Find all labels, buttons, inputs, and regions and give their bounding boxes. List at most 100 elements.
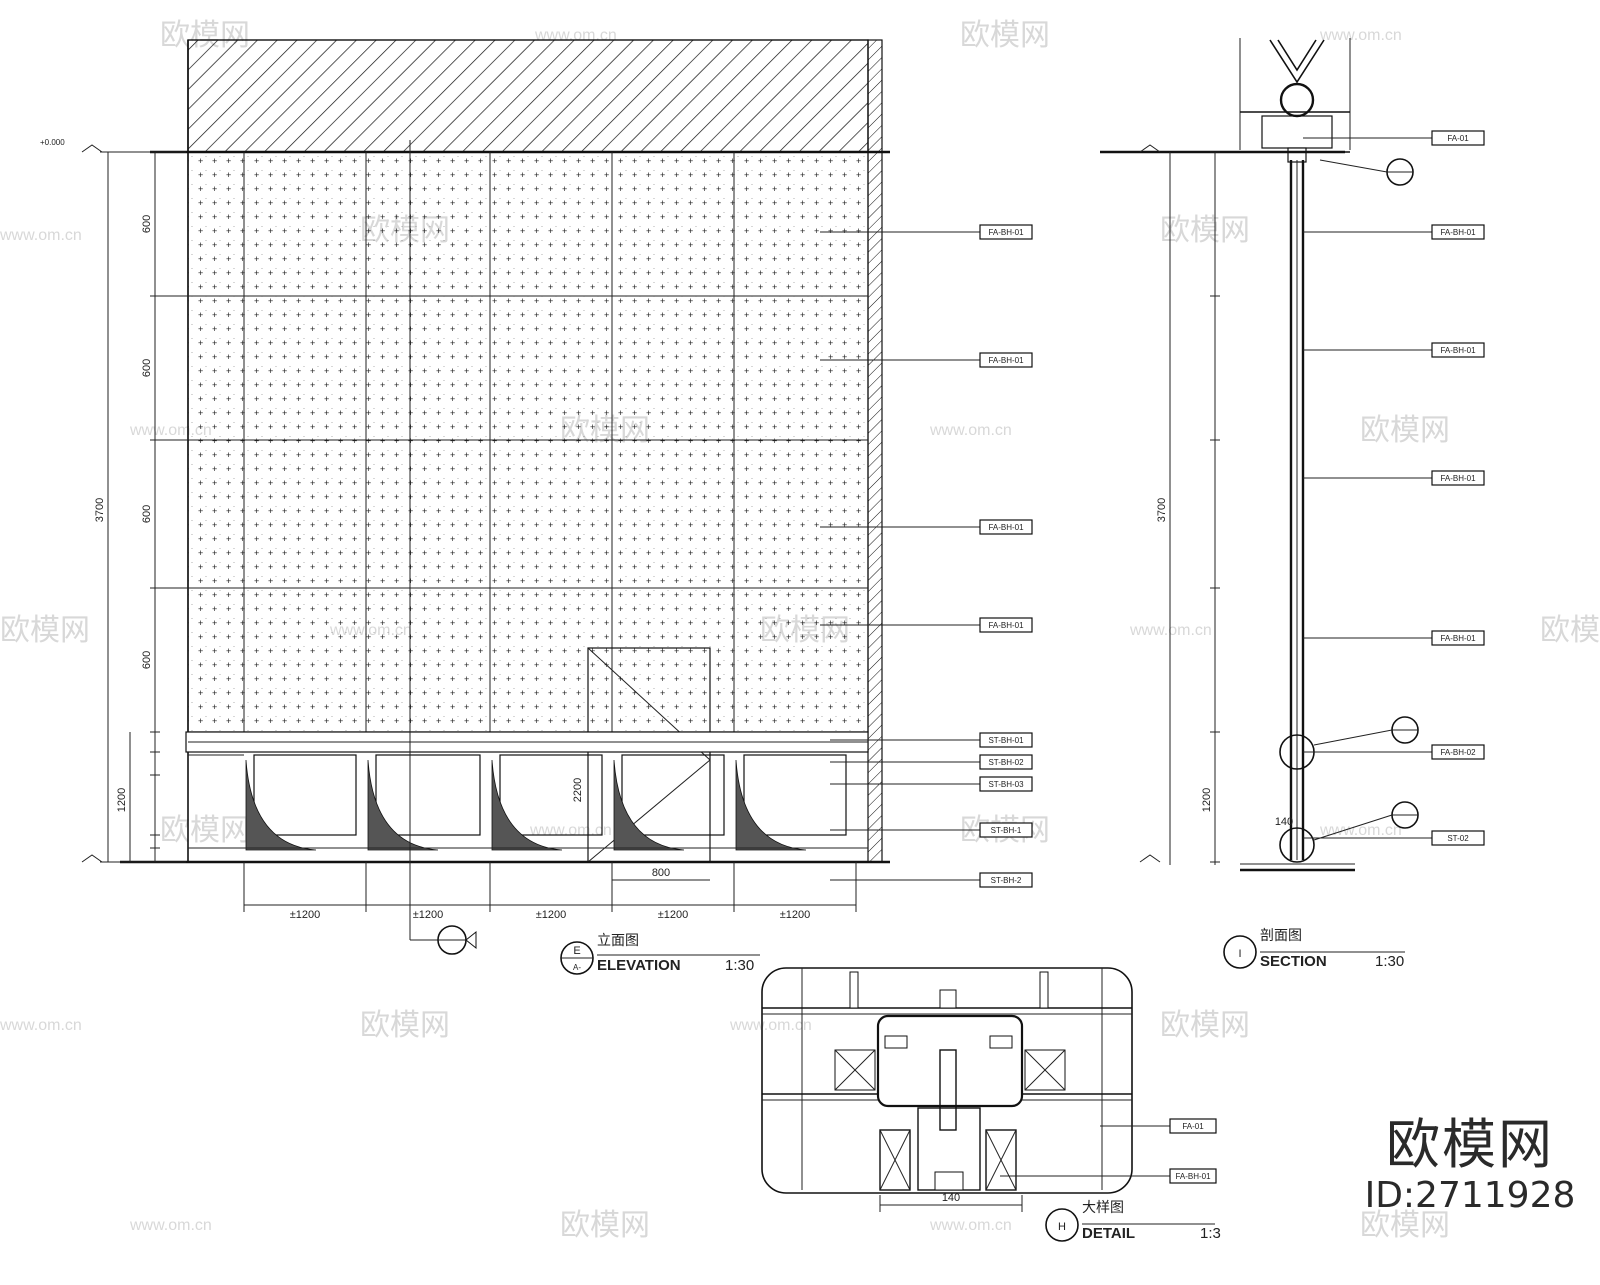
watermark-site: www.om.cn — [1319, 822, 1402, 839]
material-tag-box — [979, 822, 1033, 838]
material-tag-label: FA-01 — [1447, 134, 1469, 143]
wall-hatch — [867, 39, 883, 863]
dado-panels — [188, 754, 847, 851]
panel-height: 600 — [141, 215, 153, 233]
detail-code: H — [1058, 1221, 1066, 1233]
material-tag-label: FA-BH-01 — [1440, 228, 1476, 237]
watermark-brand: 欧模网 — [160, 814, 250, 847]
horizontal-dimensions: ±1200±1200±1200±1200±1200 — [243, 862, 857, 921]
elevation-code: E — [573, 945, 580, 957]
material-tag-box — [1431, 470, 1485, 486]
brand-id: ID:2711928 — [1364, 1175, 1576, 1216]
material-tag-label: ST-BH-01 — [988, 736, 1024, 745]
watermark-site: www.om.cn — [1319, 27, 1402, 44]
material-tag-label: FA-BH-02 — [1440, 748, 1476, 757]
material-tag-label: FA-01 — [1182, 1122, 1204, 1131]
door-swing-shade — [491, 759, 563, 851]
watermark-site: www.om.cn — [929, 422, 1012, 439]
detail-frame — [761, 967, 1133, 1194]
material-tag-box — [1431, 744, 1485, 760]
door-swing-shade — [613, 759, 685, 851]
material-tag-box — [1431, 630, 1485, 646]
material-tag-box — [979, 519, 1033, 535]
elevation-title-cn: 立面图 — [597, 932, 639, 948]
section-title: I 剖面图 SECTION 1:30 — [1223, 927, 1405, 970]
material-tag-label: FA-BH-01 — [988, 523, 1024, 532]
detail-title-cn: 大样图 — [1082, 1199, 1124, 1215]
section-material-tags: FA-01FA-BH-01FA-BH-01FA-BH-01FA-BH-01FA-… — [1303, 130, 1485, 846]
module-width: ±1200 — [658, 909, 689, 921]
panel-grid — [150, 152, 868, 732]
section-base-width: 140 — [1275, 816, 1293, 828]
watermark-brand: 欧模网 — [1540, 614, 1600, 647]
brand-name: 欧模网 — [1386, 1113, 1554, 1176]
module-width: ±1200 — [780, 909, 811, 921]
dado-frame — [499, 754, 603, 836]
detail-scale: 1:3 — [1200, 1225, 1221, 1242]
material-tag-box — [1431, 130, 1485, 146]
material-tag-label: ST-BH-2 — [991, 876, 1022, 885]
detail-title: H 大样图 DETAIL 1:3 — [1045, 1199, 1221, 1242]
material-tag-label: FA-BH-01 — [1175, 1172, 1211, 1181]
material-tag-box — [1169, 1118, 1217, 1134]
elevation-ref: A- — [573, 963, 581, 972]
watermark-brand: 欧模网 — [0, 614, 90, 647]
material-tag-box — [1431, 830, 1485, 846]
elevation-title-en: ELEVATION — [597, 957, 681, 974]
detail-width: 140 — [942, 1192, 960, 1204]
section-total-height: 3700 — [1156, 498, 1168, 522]
door-swing-shade — [367, 759, 439, 851]
watermark-brand: 欧模网 — [1360, 1209, 1450, 1242]
elevation-scale: 1:30 — [725, 957, 754, 974]
material-tag-label: ST-BH-1 — [991, 826, 1022, 835]
detail-steel-box — [876, 1014, 1024, 1108]
watermark-site: www.om.cn — [0, 227, 82, 244]
elevation-title: E A- 立面图 ELEVATION 1:30 — [560, 932, 760, 975]
module-width: ±1200 — [290, 909, 321, 921]
dado-frame — [253, 754, 357, 836]
watermark-site: www.om.cn — [0, 1017, 82, 1034]
material-tag-label: FA-BH-01 — [1440, 474, 1476, 483]
watermark-brand: 欧模网 — [1360, 414, 1450, 447]
material-tag-box — [979, 617, 1033, 633]
watermark-brand: 欧模网 — [560, 1209, 650, 1242]
panel-height: 600 — [141, 359, 153, 377]
watermark-site: www.om.cn — [529, 822, 612, 839]
panel-field — [187, 151, 869, 733]
door-swing-shade — [245, 759, 317, 851]
watermark-site: www.om.cn — [729, 1017, 812, 1034]
section-scale: 1:30 — [1375, 953, 1404, 970]
module-width: ±1200 — [413, 909, 444, 921]
ceiling-hatch — [187, 39, 869, 153]
material-tag-label: FA-BH-01 — [1440, 634, 1476, 643]
material-tag-box — [1431, 342, 1485, 358]
section-title-cn: 剖面图 — [1260, 927, 1302, 943]
elev-total-height: 3700 — [94, 498, 106, 522]
material-tag-label: FA-BH-01 — [1440, 346, 1476, 355]
dado-frame — [621, 754, 725, 836]
watermark-brand: 欧模网 — [360, 1009, 450, 1042]
material-tags: FA-BH-01FA-BH-01FA-BH-01FA-BH-01ST-BH-01… — [820, 224, 1033, 888]
door-height: 2200 — [572, 778, 584, 802]
dado-frame — [743, 754, 847, 836]
watermark-brand: 欧模网 — [1160, 1009, 1250, 1042]
watermark-brand: 欧模网 — [1160, 214, 1250, 247]
door-width: 800 — [652, 867, 670, 879]
section-vertical-dimensions — [1210, 151, 1220, 863]
section-dado-height: 1200 — [1201, 788, 1213, 812]
section-code: I — [1238, 948, 1241, 960]
panel-height: 600 — [141, 651, 153, 669]
material-tag-label: FA-BH-01 — [988, 356, 1024, 365]
brand-badge: 欧模网 ID:2711928 — [1350, 1115, 1590, 1217]
level-label-top: +0.000 — [40, 138, 65, 147]
material-tag-box — [979, 776, 1033, 792]
section-title-en: SECTION — [1260, 953, 1327, 970]
elev-dado-height: 1200 — [116, 788, 128, 812]
door-swing-shade — [735, 759, 807, 851]
material-tag-label: FA-BH-01 — [988, 228, 1024, 237]
